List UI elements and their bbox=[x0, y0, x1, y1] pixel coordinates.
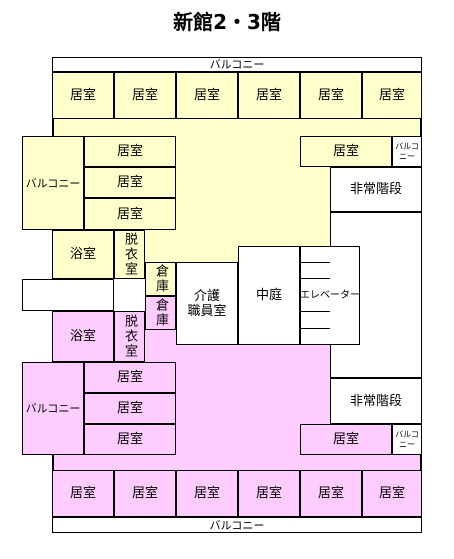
room-right-upper: 居室 bbox=[300, 136, 392, 167]
room-top-5: 居室 bbox=[300, 72, 362, 119]
corridor-lower-side bbox=[145, 330, 176, 362]
balcony-right-lower-line-1: バルコ bbox=[395, 429, 419, 439]
emergency-stairs-lower: 非常階段 bbox=[330, 378, 422, 424]
balcony-right-upper-line-2: ニー bbox=[399, 151, 415, 161]
room-bottom-5: 居室 bbox=[300, 470, 362, 517]
room-top-2: 居室 bbox=[114, 72, 176, 119]
room-right-lower: 居室 bbox=[300, 424, 392, 455]
elevator-shaft-line-3 bbox=[300, 311, 330, 312]
balcony-left-upper: バルコニー bbox=[22, 136, 84, 230]
elevator: エレベーター bbox=[300, 246, 360, 345]
balcony-right-lower-line-2: ニー bbox=[399, 439, 415, 449]
courtyard: 中庭 bbox=[238, 246, 300, 345]
corridor-upper-strip bbox=[52, 119, 422, 136]
care-staff-room-line-1: 介護 bbox=[193, 288, 220, 304]
storage-upper-label: 倉庫 bbox=[153, 264, 168, 294]
balcony-top: バルコニー bbox=[52, 57, 422, 72]
bathroom-lower: 浴室 bbox=[52, 311, 114, 362]
dressing-room-upper-label: 脱衣室 bbox=[122, 232, 137, 277]
room-bottom-4: 居室 bbox=[238, 470, 300, 517]
bathroom-upper: 浴室 bbox=[52, 230, 114, 279]
balcony-right-upper: バルコ ニー bbox=[392, 136, 422, 167]
page-title: 新館2・3階 bbox=[173, 10, 281, 34]
balcony-right-lower: バルコ ニー bbox=[392, 424, 422, 455]
room-left-lower-2: 居室 bbox=[84, 393, 176, 424]
elevator-shaft-line-4 bbox=[300, 328, 330, 329]
dressing-room-lower: 脱衣室 bbox=[114, 311, 145, 362]
care-staff-room: 介護 職員室 bbox=[176, 262, 238, 345]
room-bottom-1: 居室 bbox=[52, 470, 114, 517]
corridor-upper-side bbox=[145, 230, 176, 262]
corridor-upper-gap bbox=[176, 246, 238, 262]
room-top-3: 居室 bbox=[176, 72, 238, 119]
emergency-stairs-upper: 非常階段 bbox=[330, 167, 422, 212]
room-top-6: 居室 bbox=[362, 72, 422, 119]
elevator-shaft-line-2 bbox=[300, 278, 330, 279]
storage-lower: 倉庫 bbox=[145, 296, 176, 330]
room-left-lower-3: 居室 bbox=[84, 424, 176, 455]
balcony-bottom: バルコニー bbox=[52, 517, 422, 533]
room-left-lower-1: 居室 bbox=[84, 362, 176, 393]
care-staff-room-line-2: 職員室 bbox=[187, 303, 227, 319]
room-bottom-3: 居室 bbox=[176, 470, 238, 517]
room-bottom-6: 居室 bbox=[362, 470, 422, 517]
storage-lower-label: 倉庫 bbox=[153, 298, 168, 328]
room-left-upper-1: 居室 bbox=[84, 136, 176, 167]
dressing-room-upper: 脱衣室 bbox=[114, 230, 145, 279]
left-divider-block bbox=[22, 279, 114, 311]
room-left-upper-2: 居室 bbox=[84, 167, 176, 198]
room-top-4: 居室 bbox=[238, 72, 300, 119]
elevator-shaft-line-1 bbox=[300, 262, 330, 263]
room-left-upper-3: 居室 bbox=[84, 198, 176, 230]
dressing-room-lower-label: 脱衣室 bbox=[122, 314, 137, 359]
balcony-right-upper-line-1: バルコ bbox=[395, 141, 419, 151]
corridor-lower-strip bbox=[52, 455, 422, 470]
balcony-left-lower: バルコニー bbox=[22, 362, 84, 455]
room-bottom-2: 居室 bbox=[114, 470, 176, 517]
room-top-1: 居室 bbox=[52, 72, 114, 119]
storage-upper: 倉庫 bbox=[145, 262, 176, 296]
